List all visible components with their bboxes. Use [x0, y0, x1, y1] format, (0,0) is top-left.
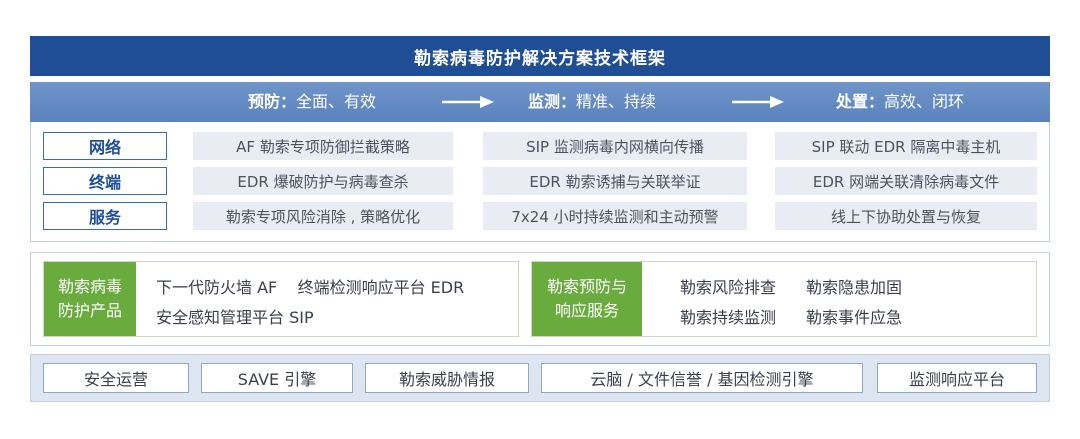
matrix-row-network: 网络 AF 勒索专项防御拦截策略 SIP 监测病毒内网横向传播 SIP 联动 E…: [31, 132, 1049, 160]
phase-monitor-desc: 精准、持续: [576, 92, 657, 111]
products-tag-line2: 防护产品: [57, 301, 122, 320]
matrix-cell: SIP 联动 EDR 隔离中毒主机: [775, 132, 1037, 160]
framework-title: 勒索病毒防护解决方案技术框架: [30, 36, 1050, 76]
matrix-cell: EDR 勒索诱捕与关联举证: [483, 167, 747, 195]
matrix-cell: 线上下协助处置与恢复: [775, 202, 1037, 230]
row-label-network: 网络: [43, 132, 167, 160]
phase-bar: 预防：全面、有效 监测：精准、持续 处置：高效、闭环: [30, 82, 1050, 122]
services-tag: 勒索预防与 响应服务: [532, 262, 642, 336]
services-tag-line1: 勒索预防与: [546, 277, 627, 296]
phase-respond-desc: 高效、闭环: [884, 92, 965, 111]
products-line2: 安全感知管理平台 SIP: [156, 308, 314, 327]
phase-prevent-label: 预防: [248, 92, 281, 111]
phase-prevent: 预防：全面、有效: [248, 82, 376, 122]
products-tag-line1: 勒索病毒: [57, 277, 122, 296]
services-tag-line2: 响应服务: [554, 301, 619, 320]
foundation-bar: 安全运营 SAVE 引擎 勒索威胁情报 云脑 / 文件信誉 / 基因检测引擎 监…: [30, 354, 1050, 402]
matrix-cell: EDR 爆破防护与病毒查杀: [193, 167, 453, 195]
matrix-cell: EDR 网端关联清除病毒文件: [775, 167, 1037, 195]
foundation-item: SAVE 引擎: [201, 363, 353, 393]
phase-prevent-sep: ：: [280, 92, 297, 111]
services-group: 勒索预防与 响应服务 勒索风险排查 勒索隐患加固 勒索持续监测 勒索事件应急: [531, 261, 1037, 337]
arrow-right-icon: [442, 96, 494, 108]
capability-matrix: 网络 AF 勒索专项防御拦截策略 SIP 监测病毒内网横向传播 SIP 联动 E…: [30, 122, 1050, 242]
foundation-item: 勒索威胁情报: [365, 363, 529, 393]
foundation-item: 安全运营: [43, 363, 189, 393]
matrix-cell: SIP 监测病毒内网横向传播: [483, 132, 747, 160]
products-services-box: 勒索病毒 防护产品 下一代防火墙 AF 终端检测响应平台 EDR 安全感知管理平…: [30, 252, 1050, 346]
arrow-right-icon: [732, 96, 784, 108]
phase-respond-label: 处置: [836, 92, 869, 111]
framework-title-text: 勒索病毒防护解决方案技术框架: [414, 48, 666, 69]
phase-monitor: 监测：精准、持续: [528, 82, 656, 122]
phase-monitor-label: 监测: [528, 92, 561, 111]
matrix-cell: AF 勒索专项防御拦截策略: [193, 132, 453, 160]
products-line1: 下一代防火墙 AF 终端检测响应平台 EDR: [156, 278, 465, 297]
products-group: 勒索病毒 防护产品 下一代防火墙 AF 终端检测响应平台 EDR 安全感知管理平…: [43, 261, 519, 337]
service-item: 勒索风险排查: [680, 278, 777, 297]
phase-monitor-sep: ：: [560, 92, 577, 111]
matrix-row-service: 服务 勒索专项风险消除 , 策略优化 7x24 小时持续监测和主动预警 线上下协…: [31, 202, 1049, 230]
service-item: 勒索隐患加固: [806, 278, 903, 297]
foundation-item: 云脑 / 文件信誉 / 基因检测引擎: [541, 363, 863, 393]
service-item: 勒索事件应急: [806, 308, 903, 327]
foundation-item: 监测响应平台: [877, 363, 1037, 393]
service-item: 勒索持续监测: [680, 308, 777, 327]
products-tag: 勒索病毒 防护产品: [44, 262, 136, 336]
matrix-row-endpoint: 终端 EDR 爆破防护与病毒查杀 EDR 勒索诱捕与关联举证 EDR 网端关联清…: [31, 167, 1049, 195]
phase-respond-sep: ：: [868, 92, 885, 111]
phase-prevent-desc: 全面、有效: [296, 92, 377, 111]
matrix-cell: 勒索专项风险消除 , 策略优化: [193, 202, 453, 230]
matrix-cell: 7x24 小时持续监测和主动预警: [483, 202, 747, 230]
row-label-service: 服务: [43, 202, 167, 230]
row-label-endpoint: 终端: [43, 167, 167, 195]
phase-respond: 处置：高效、闭环: [836, 82, 964, 122]
